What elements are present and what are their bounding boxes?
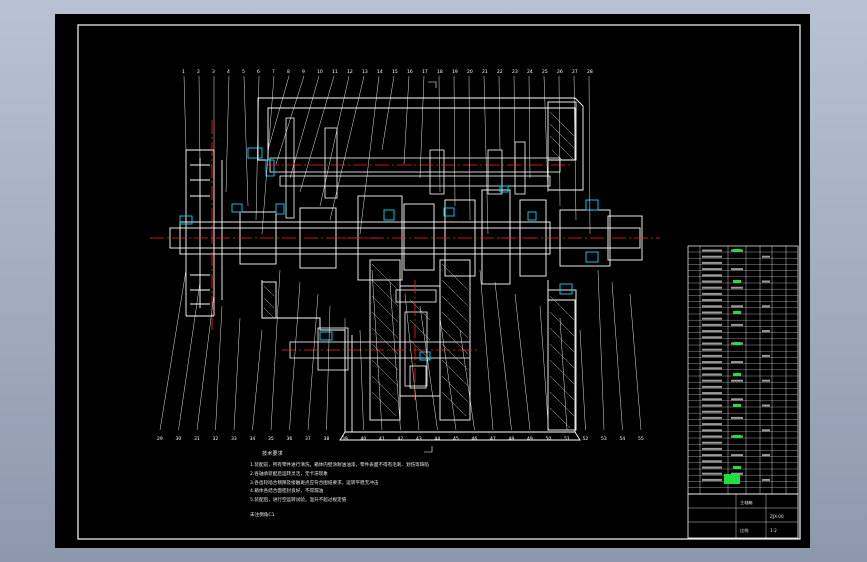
part-label-bottom: 33 bbox=[231, 436, 237, 442]
title-drawing-code: ZJX-00 bbox=[770, 514, 784, 519]
part-label-top: 23 bbox=[512, 69, 518, 75]
part-label-bottom: 44 bbox=[435, 436, 441, 442]
leader-lines-top bbox=[183, 75, 591, 235]
part-label-bottom: 29 bbox=[157, 436, 163, 442]
part-label-bottom: 49 bbox=[527, 436, 533, 442]
part-label-bottom: 51 bbox=[564, 436, 570, 442]
section-markers bbox=[424, 81, 437, 453]
part-label-bottom: 53 bbox=[601, 436, 607, 442]
part-label-top: 12 bbox=[347, 69, 353, 75]
part-label-top: 2 bbox=[197, 69, 200, 75]
part-label-top: 4 bbox=[227, 69, 230, 75]
note-line-1: 1.装配前，所有零件进行清洗，箱体内壁涂耐油油漆，零件表面不得有毛刺、划伤等缺陷 bbox=[250, 461, 429, 468]
part-label-bottom: 52 bbox=[583, 436, 589, 442]
part-label-bottom: 45 bbox=[453, 436, 459, 442]
part-label-top: 9 bbox=[302, 69, 305, 75]
drawing-border bbox=[77, 24, 801, 540]
part-label-bottom: 41 bbox=[379, 436, 385, 442]
technical-notes: 技术要求 1.装配前，所有零件进行清洗，箱体内壁涂耐油油漆，零件表面不得有毛刺、… bbox=[250, 449, 429, 518]
note-signature: 未注倒角C1 bbox=[250, 511, 275, 518]
leader-lines-bottom bbox=[159, 269, 642, 431]
part-label-bottom: 32 bbox=[213, 436, 219, 442]
part-label-bottom: 46 bbox=[472, 436, 478, 442]
part-label-bottom: 40 bbox=[361, 436, 367, 442]
part-label-bottom: 39 bbox=[342, 436, 348, 442]
drawing-paper bbox=[55, 14, 810, 548]
part-label-bottom: 35 bbox=[268, 436, 274, 442]
part-label-bottom: 55 bbox=[638, 436, 644, 442]
part-label-bottom: 47 bbox=[490, 436, 496, 442]
part-label-top: 15 bbox=[392, 69, 398, 75]
title-scale-value: 1:2 bbox=[770, 528, 777, 533]
part-label-top: 10 bbox=[317, 69, 323, 75]
notes-heading: 技术要求 bbox=[262, 449, 284, 457]
note-line-2: 2.各轴承装配后运转灵活，无卡滞现象 bbox=[250, 470, 328, 477]
note-line-3: 3.各齿轮啮合侧隙及接触斑点应符合图纸要求，运转平稳无冲击 bbox=[250, 479, 379, 486]
parts-list-table bbox=[687, 245, 799, 495]
part-labels-bottom: 29 30 31 32 33 34 35 36 37 38 39 40 41 42 43 44 45 46 47 48… bbox=[157, 436, 644, 442]
part-label-bottom: 31 bbox=[194, 436, 200, 442]
part-label-bottom: 34 bbox=[250, 436, 256, 442]
part-label-top: 26 bbox=[557, 69, 563, 75]
part-label-top: 20 bbox=[467, 69, 473, 75]
part-label-top: 13 bbox=[362, 69, 368, 75]
part-label-top: 5 bbox=[242, 69, 245, 75]
part-label-top: 22 bbox=[497, 69, 503, 75]
part-label-top: 18 bbox=[437, 69, 443, 75]
part-label-top: 25 bbox=[542, 69, 548, 75]
part-label-bottom: 43 bbox=[416, 436, 422, 442]
part-label-top: 11 bbox=[332, 69, 338, 75]
part-label-top: 17 bbox=[422, 69, 428, 75]
part-label-top: 6 bbox=[257, 69, 260, 75]
part-label-bottom: 54 bbox=[620, 436, 626, 442]
part-label-top: 19 bbox=[452, 69, 458, 75]
bearing-accents bbox=[179, 147, 599, 361]
part-label-top: 1 bbox=[182, 69, 185, 75]
part-label-top: 21 bbox=[482, 69, 488, 75]
part-label-top: 7 bbox=[272, 69, 275, 75]
part-label-top: 14 bbox=[377, 69, 383, 75]
part-label-bottom: 36 bbox=[287, 436, 293, 442]
part-label-bottom: 48 bbox=[509, 436, 515, 442]
part-label-bottom: 42 bbox=[398, 436, 404, 442]
part-label-top: 27 bbox=[572, 69, 578, 75]
part-label-top: 24 bbox=[527, 69, 533, 75]
title-block: 主轴箱 ZJX-00 比例 1:2 bbox=[687, 493, 799, 539]
note-line-5: 5.装配后，进行空运转试验，温升不超过规定值 bbox=[250, 496, 347, 503]
title-scale-label: 比例 bbox=[740, 527, 748, 534]
part-label-bottom: 37 bbox=[305, 436, 311, 442]
part-label-top: 8 bbox=[287, 69, 290, 75]
part-label-top: 3 bbox=[212, 69, 215, 75]
part-label-top: 16 bbox=[407, 69, 413, 75]
part-label-bottom: 30 bbox=[176, 436, 182, 442]
part-label-bottom: 50 bbox=[546, 436, 552, 442]
part-label-top: 28 bbox=[587, 69, 593, 75]
part-label-bottom: 38 bbox=[324, 436, 330, 442]
title-drawing-name: 主轴箱 bbox=[740, 499, 753, 506]
center-lines bbox=[150, 120, 660, 400]
note-line-4: 4.箱体各结合面密封良好，不得漏油 bbox=[250, 487, 324, 494]
